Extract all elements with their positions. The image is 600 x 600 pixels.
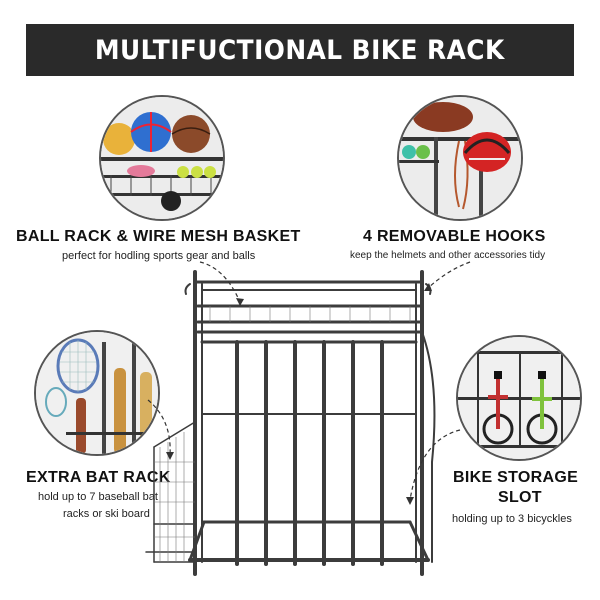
title-banner: MULTIFUCTIONAL BIKE RACK — [26, 24, 574, 76]
hooks-description: keep the helmets and other accessories t… — [350, 250, 546, 261]
ball-rack-title: BALL RACK & WIRE MESH BASKET — [16, 228, 301, 245]
ball-rack-photo — [101, 97, 223, 219]
ball-rack-description: perfect for hodling sports gear and ball… — [62, 250, 256, 262]
bat-rack-title: EXTRA BAT RACK — [26, 469, 171, 486]
bat-rack-description-line1: hold up to 7 baseball bat — [38, 491, 158, 503]
bat-rack-description-line2: racks or ski board — [63, 508, 150, 520]
hooks-photo — [399, 97, 521, 219]
bike-rack-drawing — [145, 270, 436, 576]
bike-slot-photo — [458, 337, 580, 459]
bike-rack-product-image — [140, 262, 460, 592]
bat-rack-callout-image — [34, 330, 160, 456]
banner-title: MULTIFUCTIONAL BIKE RACK — [95, 34, 505, 66]
bike-slot-title-line2: SLOT — [498, 489, 542, 506]
bat-rack-photo — [36, 332, 158, 454]
bike-slot-title-line1: BIKE STORAGE — [453, 469, 579, 486]
bike-slot-callout-image — [456, 335, 582, 461]
ball-rack-callout-image — [99, 95, 225, 221]
hooks-callout-image — [397, 95, 523, 221]
bike-slot-description: holding up to 3 bicyckles — [452, 513, 572, 525]
hooks-title: 4 REMOVABLE HOOKS — [363, 228, 546, 245]
